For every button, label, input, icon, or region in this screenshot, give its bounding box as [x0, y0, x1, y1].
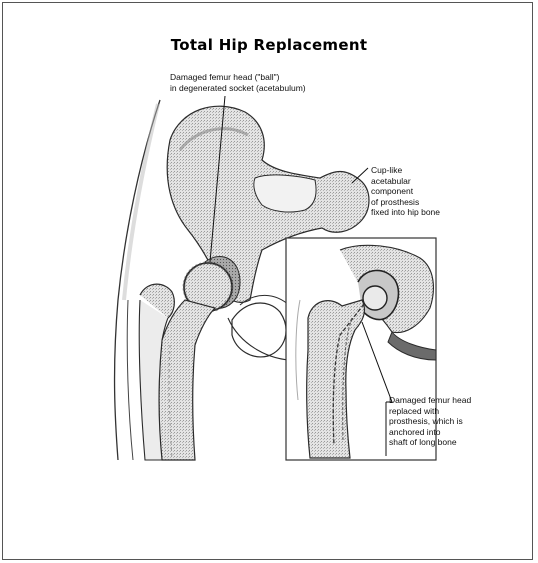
- label-line: replaced with: [389, 406, 471, 417]
- label-line: fixed into hip bone: [371, 207, 440, 218]
- label-line: component: [371, 186, 440, 197]
- label-line: acetabular: [371, 176, 440, 187]
- label-damaged-femur-head: Damaged femur head ("ball") in degenerat…: [170, 72, 306, 93]
- obturator-foramen: [232, 303, 286, 357]
- label-line: shaft of long bone: [389, 437, 471, 448]
- label-line: anchored into: [389, 427, 471, 438]
- figure-title: Total Hip Replacement: [0, 36, 538, 54]
- femur-shaft: [159, 300, 215, 460]
- label-line: prosthesis, which is: [389, 416, 471, 427]
- label-replaced-prosthesis: Damaged femur head replaced with prosthe…: [389, 395, 471, 448]
- label-line: Damaged femur head: [389, 395, 471, 406]
- body-outline-inner: [124, 104, 158, 300]
- label-line: in degenerated socket (acetabulum): [170, 83, 306, 94]
- label-line: Cup-like: [371, 165, 440, 176]
- label-cup-component: Cup-like acetabular component of prosthe…: [371, 165, 440, 218]
- label-line: of prosthesis: [371, 197, 440, 208]
- label-line: Damaged femur head ("ball"): [170, 72, 306, 83]
